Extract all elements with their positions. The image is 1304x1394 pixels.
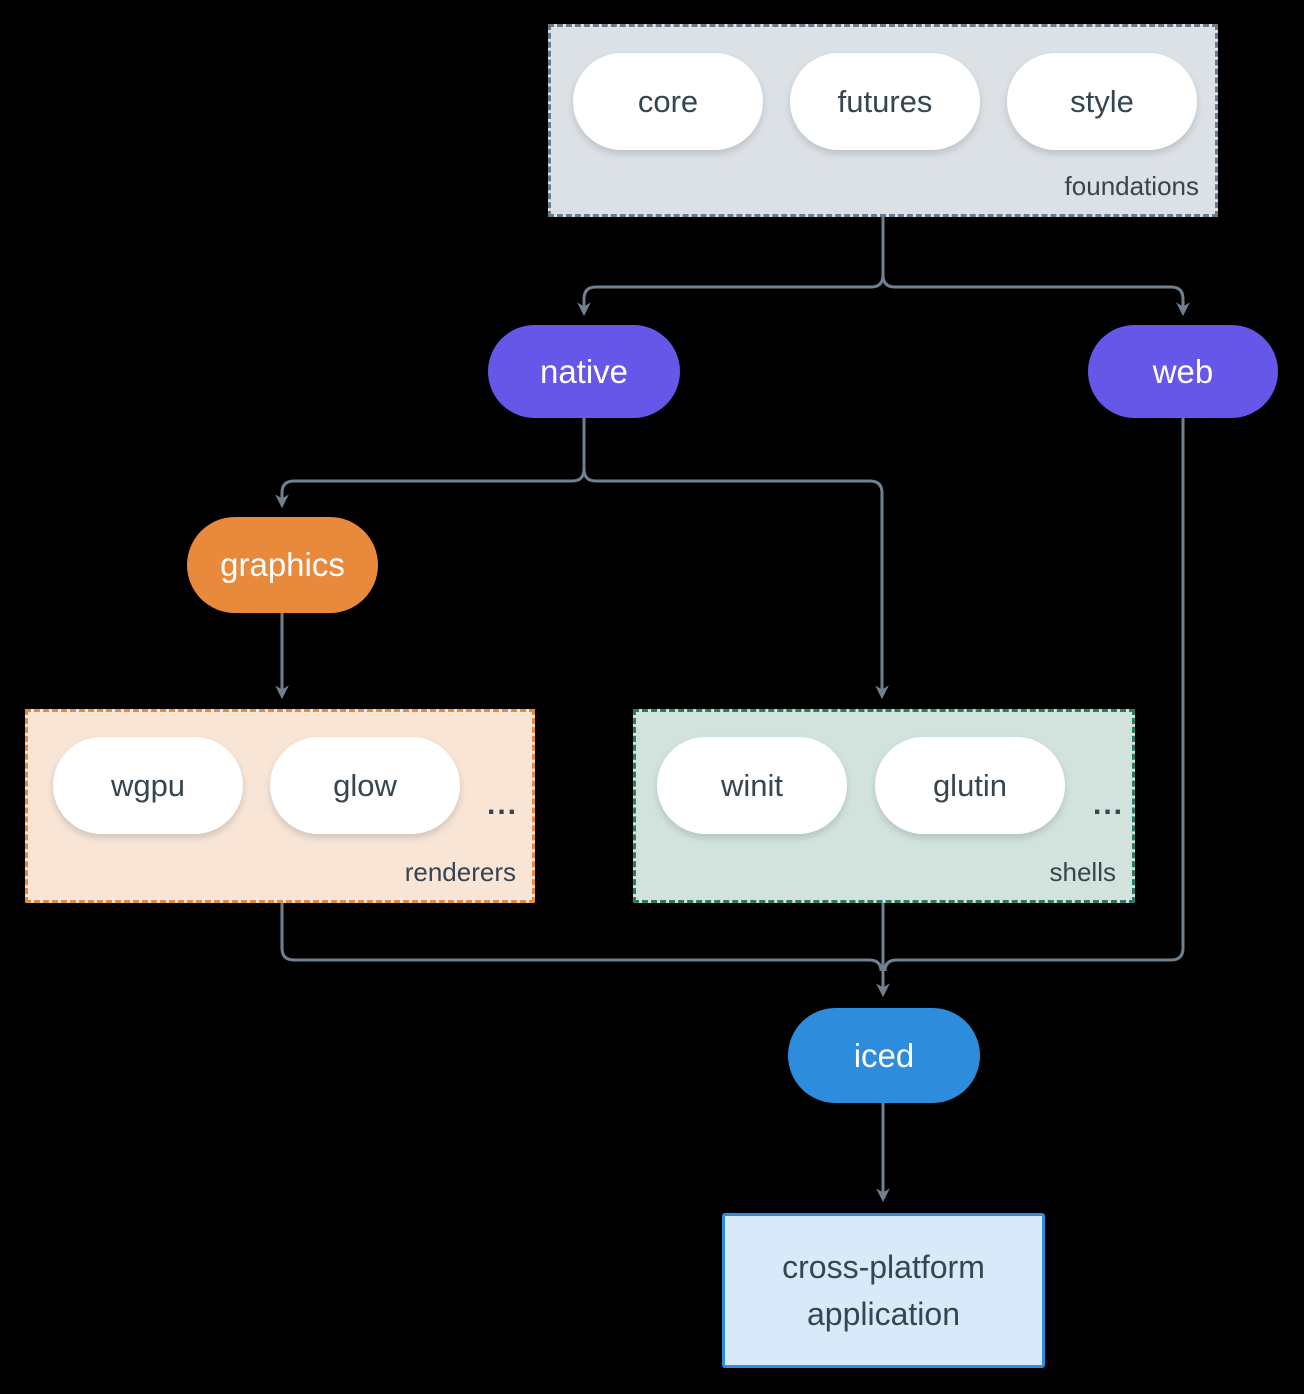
group-shells-label: shells bbox=[1049, 857, 1116, 887]
node-style: style bbox=[1007, 53, 1197, 150]
group-foundations-label: foundations bbox=[1064, 171, 1199, 201]
node-core: core bbox=[573, 53, 763, 150]
node-wgpu: wgpu bbox=[53, 737, 243, 834]
edge-web-to-merge bbox=[883, 418, 1185, 972]
application-label-line1: cross-platform bbox=[782, 1248, 985, 1285]
node-native-label: native bbox=[539, 352, 629, 390]
node-iced-label: iced bbox=[853, 1036, 915, 1074]
node-graphics-label: graphics bbox=[220, 546, 345, 583]
node-glutin: glutin bbox=[875, 737, 1065, 834]
group-renderers: wgpu glow ... renderers bbox=[25, 709, 535, 903]
edge-native-to-graphics bbox=[275, 468, 586, 509]
group-shells: winit glutin ... shells bbox=[633, 709, 1135, 903]
renderers-ellipsis: ... bbox=[487, 787, 519, 821]
node-web: web bbox=[1088, 325, 1278, 418]
edge-native-to-shells bbox=[582, 468, 889, 700]
node-web-label: web bbox=[1152, 352, 1214, 390]
group-foundations: core futures style foundations bbox=[548, 24, 1218, 217]
edge-foundations-to-native bbox=[577, 274, 885, 317]
node-glow: glow bbox=[270, 737, 460, 834]
node-graphics: graphics bbox=[187, 517, 378, 613]
node-iced: iced bbox=[788, 1008, 980, 1103]
edge-foundations-to-web bbox=[881, 274, 1190, 317]
group-renderers-label: renderers bbox=[404, 857, 516, 887]
shells-ellipsis: ... bbox=[1093, 787, 1125, 821]
node-winit: winit bbox=[657, 737, 847, 834]
node-cross-platform-application: cross-platform application bbox=[722, 1213, 1045, 1368]
node-futures: futures bbox=[790, 53, 980, 150]
application-label-line2: application bbox=[807, 1295, 960, 1332]
node-native: native bbox=[488, 325, 680, 418]
edge-renderers-to-merge bbox=[280, 903, 883, 972]
